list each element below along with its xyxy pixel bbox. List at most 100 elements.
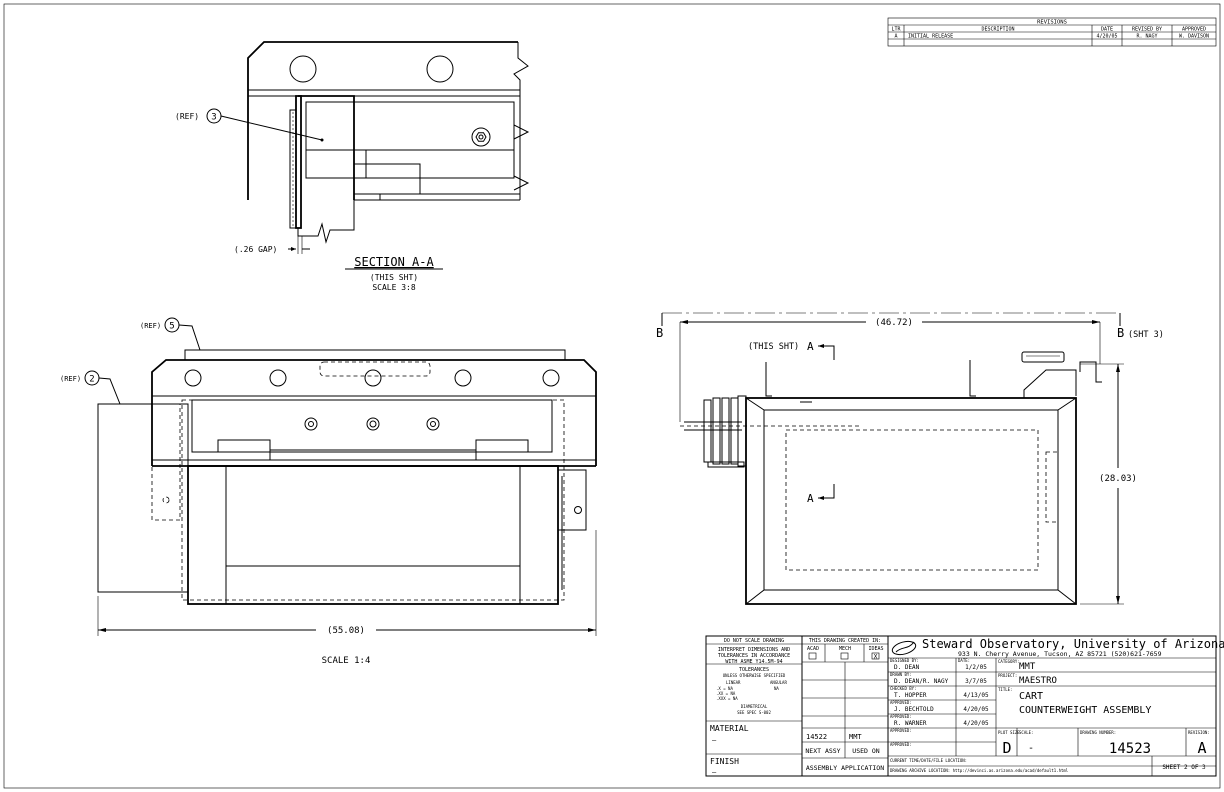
length-dimension: (46.72)	[875, 318, 913, 328]
finish-label: FINISH	[710, 757, 739, 766]
signoff-0-date: 1/2/05	[965, 664, 987, 671]
next-assy-part: 14522	[806, 733, 827, 741]
ref3-label: (REF)	[175, 112, 199, 121]
note-x1: .X = NA	[716, 686, 733, 691]
note-do-not-scale: DO NOT SCALE DRAWING	[724, 638, 784, 644]
revisions-table: REVISIONS LTR DESCRIPTION DATE REVISED B…	[887, 17, 1217, 47]
gap-dimension: (.26 GAP)	[234, 245, 277, 254]
this-sht-label: (THIS SHT)	[748, 342, 799, 352]
revision-value: A	[1197, 739, 1206, 757]
category-value: MMT	[1019, 662, 1036, 672]
signoff-5-role: APPROVED:	[890, 728, 912, 733]
finish-value: –	[712, 768, 717, 776]
rev-row-revised-by: R. NAGY	[1136, 34, 1157, 40]
used-on-label: USED ON	[852, 747, 879, 755]
note-interpret-1: INTERPRET DIMENSIONS AND	[718, 647, 790, 653]
rev-header-approved: APPROVED	[1182, 27, 1206, 33]
ref5-label: (REF)	[140, 322, 161, 330]
front-scale: SCALE 1:4	[322, 656, 371, 666]
note-x3: .XXX = NA	[716, 696, 738, 701]
signoff-1-role: DRAWN BY:	[890, 672, 912, 677]
material-value: –	[712, 736, 717, 744]
created-acad: ACAD	[807, 646, 819, 652]
signoff-3-date: 4/20/05	[963, 706, 989, 713]
signoff-6-role: APPROVED:	[890, 742, 912, 747]
b-left-label: B	[656, 326, 663, 340]
balloon-2: 2	[89, 375, 94, 385]
signoff-3-role: APPROVED:	[890, 700, 912, 705]
title-block: DO NOT SCALE DRAWING INTERPRET DIMENSION…	[705, 635, 1224, 777]
note-linear: LINEAR	[726, 680, 741, 685]
signoff-0-name: D. DEAN	[894, 664, 920, 671]
rev-row-date: 4/20/05	[1096, 34, 1117, 40]
ideas-checkmark: X	[874, 654, 878, 661]
a-bottom-label: A	[807, 492, 814, 505]
note-unless: UNLESS OTHERWISE SPECIFIED	[723, 673, 786, 678]
scale-label: SCALE:	[1019, 730, 1033, 735]
signoff-0-date-label: DATE:	[958, 658, 970, 663]
category-label: CATEGORY:	[998, 659, 1020, 664]
b-right-label: B	[1117, 326, 1124, 340]
signoff-4-name: R. WARNER	[894, 720, 927, 727]
rev-row-description: INITIAL RELEASE	[908, 34, 953, 40]
title-line-2: COUNTERWEIGHT ASSEMBLY	[1019, 705, 1151, 716]
project-value: MAESTRO	[1019, 676, 1057, 686]
side-view: B B (SHT 3) (46.72) (THIS SHT) A A	[656, 312, 1164, 605]
balloon-5: 5	[169, 322, 174, 332]
drawing-number-label: DRAWING NUMBER:	[1080, 730, 1116, 735]
b-right-note: (SHT 3)	[1128, 330, 1164, 340]
signoff-2-role: CHECKED BY:	[890, 686, 917, 691]
section-scale: SCALE 3:8	[372, 283, 416, 292]
scale-value: -	[1028, 743, 1034, 754]
front-view: (REF) 5 (REF) 2 (55.08) SCALE 1:4	[60, 317, 597, 666]
rev-header-description: DESCRIPTION	[981, 27, 1014, 33]
file-location-label: CURRENT TIME/DATE/FILE LOCATION:	[890, 758, 967, 763]
rev-header-date: DATE	[1101, 27, 1113, 33]
signoff-3-name: J. BECHTOLD	[894, 706, 934, 713]
section-subtitle: (THIS SHT)	[370, 273, 418, 282]
balloon-3: 3	[211, 113, 216, 123]
created-mech: MECH	[839, 646, 851, 652]
rev-header-revised-by: REVISED BY	[1132, 27, 1162, 33]
rev-row-ltr: A	[894, 34, 897, 40]
org-address: 933 N. Cherry Avenue, Tucson, AZ 85721 (…	[958, 650, 1162, 658]
revisions-title: REVISIONS	[1037, 20, 1067, 26]
signoff-1-date: 3/7/05	[965, 678, 987, 685]
note-spec: SEE SPEC S-002	[737, 710, 771, 715]
note-interpret-2: TOLERANCES IN ACCORDANCE	[718, 653, 790, 659]
archive-location: DRAWING ARCHIVE LOCATION: http://devinci…	[890, 768, 1069, 773]
created-ideas: IDEAS	[868, 646, 883, 652]
signoff-2-name: T. HOPPER	[894, 692, 927, 699]
title-label: TITLE:	[998, 687, 1012, 692]
signoff-4-role: APPROVED:	[890, 714, 912, 719]
revision-label: REVISION:	[1188, 730, 1210, 735]
rev-row-approved: W. DAVISON	[1179, 34, 1209, 40]
sheet-number: SHEET 2 OF 3	[1162, 764, 1206, 771]
note-tolerances: TOLERANCES	[739, 667, 769, 673]
note-interpret-3: WITH ASME Y14.5M-94	[725, 659, 782, 665]
created-in-header: THIS DRAWING CREATED IN:	[809, 638, 881, 644]
ref2-label: (REF)	[60, 375, 81, 383]
assembly-application-label: ASSEMBLY APPLICATION	[806, 764, 884, 772]
signoff-0-role: DESIGNED BY:	[890, 658, 919, 663]
section-title: SECTION A-A	[354, 255, 434, 269]
note-angular-value: NA	[774, 686, 779, 691]
next-assy-used-on: MMT	[849, 733, 862, 741]
height-dimension: (28.03)	[1099, 474, 1137, 484]
steward-logo-icon	[891, 640, 917, 656]
note-x2: .XX = NA	[716, 691, 736, 696]
next-assy-label: NEXT ASSY	[805, 747, 840, 755]
a-top-label: A	[807, 340, 814, 353]
signoff-2-date: 4/13/05	[963, 692, 989, 699]
section-a-a-view: (REF) 3 (.26 GAP) SECTION A-A (THIS SHT)…	[175, 41, 530, 292]
rev-header-ltr: LTR	[891, 27, 901, 33]
plot-size-label: PLOT SIZE	[998, 730, 1020, 735]
title-line-1: CART	[1019, 691, 1043, 702]
signoff-4-date: 4/20/05	[963, 720, 989, 727]
signoff-1-name: D. DEAN/R. NAGY	[894, 678, 949, 685]
note-diametrical: DIAMETRICAL	[741, 704, 768, 709]
width-dimension: (55.08)	[327, 626, 365, 636]
plot-size-value: D	[1002, 739, 1011, 757]
material-label: MATERIAL	[710, 724, 749, 733]
